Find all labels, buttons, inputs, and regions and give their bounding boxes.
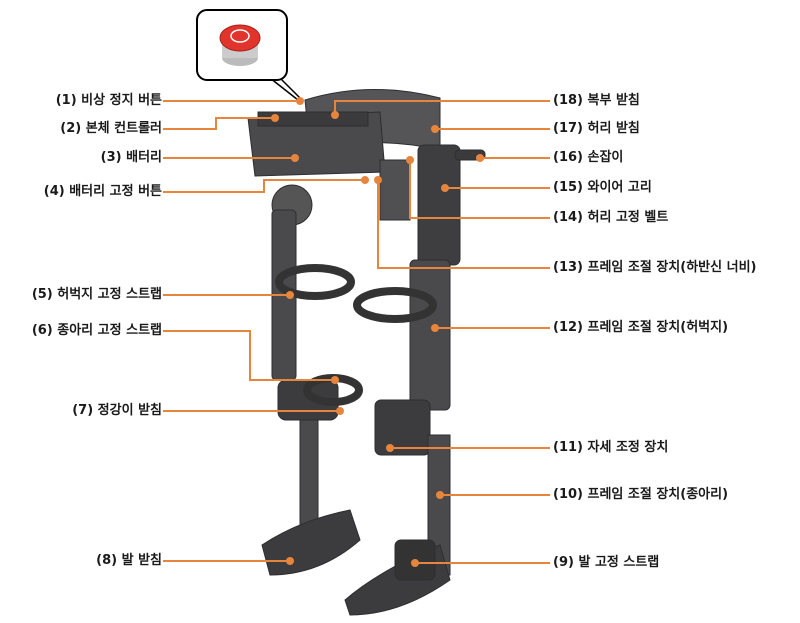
label-frame-adjuster-hip-width: (13) 프레임 조절 장치(하반신 너비) — [553, 260, 757, 275]
label-thigh-strap: (5) 허벅지 고정 스트랩 — [31, 287, 162, 302]
right-thigh-strap — [353, 287, 437, 323]
label-frame-adjuster-thigh: (12) 프레임 조절 장치(허벅지) — [553, 320, 729, 335]
label-waist-support: (17) 허리 받침 — [553, 121, 640, 136]
label-posture-adjuster: (11) 자세 조정 장치 — [553, 440, 669, 455]
label-battery-lock-button: (4) 배터리 고정 버튼 — [43, 184, 162, 199]
label-foot-support: (8) 발 받침 — [96, 553, 162, 568]
leader-4 — [163, 179, 365, 193]
leader-6 — [163, 330, 335, 381]
right-knee-joint — [374, 399, 431, 456]
label-wire-hook: (15) 와이어 고리 — [553, 180, 652, 195]
label-abdominal-support: (18) 복부 받침 — [553, 93, 640, 108]
label-waist-belt: (14) 허리 고정 벨트 — [553, 210, 669, 225]
left-thigh-strap — [275, 264, 355, 300]
emergency-stop-inset — [196, 9, 303, 101]
right-thigh-frame — [409, 259, 451, 411]
label-battery: (3) 배터리 — [100, 150, 162, 165]
label-handle: (16) 손잡이 — [553, 150, 624, 165]
leader-13 — [377, 180, 550, 269]
leader-14 — [409, 160, 550, 219]
label-emergency-stop-button: (1) 비상 정지 버튼 — [55, 93, 162, 108]
leader-2 — [163, 117, 275, 130]
leader-dots — [271, 97, 484, 567]
left-foot-plate — [261, 509, 361, 576]
label-frame-adjuster-calf: (10) 프레임 조절 장치(종아리) — [553, 487, 729, 502]
waist-belt — [417, 144, 461, 266]
label-shin-support: (7) 정강이 받침 — [72, 403, 162, 418]
label-foot-strap: (9) 발 고정 스트랩 — [553, 555, 660, 570]
label-main-controller: (2) 본체 컨트롤러 — [60, 121, 162, 136]
exoskeleton-illustration — [247, 89, 486, 616]
label-calf-strap: (6) 종아리 고정 스트랩 — [31, 323, 162, 338]
stop-button-icon — [219, 24, 261, 52]
leader-lines — [163, 100, 550, 564]
leader-18 — [334, 100, 550, 115]
